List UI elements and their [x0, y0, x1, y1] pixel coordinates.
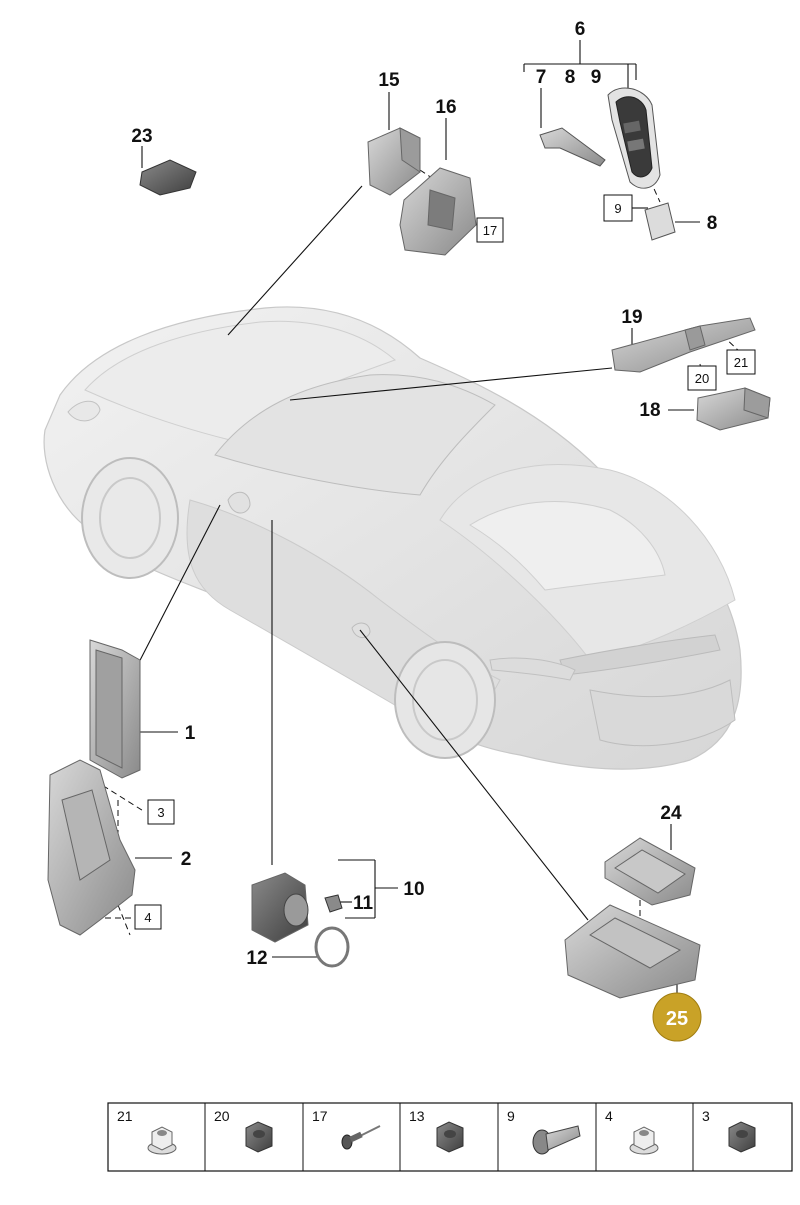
- callout-9-box: 9: [603, 194, 633, 222]
- rivet-icon: [341, 1125, 381, 1150]
- table-cell-label: 21: [117, 1108, 133, 1124]
- hex-nut-icon: [728, 1121, 756, 1153]
- callout-21-box: 21: [726, 349, 756, 375]
- callout-7: 7: [536, 67, 547, 88]
- svg-text:21: 21: [734, 355, 748, 370]
- car-front-wheel: [81, 457, 179, 579]
- callout-3-box: 3: [147, 799, 175, 825]
- callout-4-box: 4: [134, 904, 162, 930]
- callout-labels: 23 15 16 6 7 8 9 8 19 18 1 2 10 11 12 24: [131, 19, 717, 969]
- car-spoiler: [559, 634, 721, 676]
- car-illustration: [43, 306, 742, 770]
- flange-nut-icon: [629, 1126, 659, 1155]
- part-24-module: [604, 837, 696, 906]
- part-15-module: [367, 127, 421, 196]
- callout-11: 11: [353, 893, 374, 914]
- part-8-insert: [644, 202, 676, 241]
- car-taillight: [489, 657, 576, 681]
- callout-17-box: 17: [476, 217, 504, 243]
- screw-icon: [532, 1125, 581, 1155]
- svg-text:20: 20: [695, 371, 709, 386]
- callout-20-box: 20: [687, 365, 717, 391]
- callout-2: 2: [181, 849, 192, 870]
- car-windshield: [214, 374, 496, 496]
- part-2-mounting-bracket: [47, 759, 136, 936]
- callout-12: 12: [246, 948, 267, 969]
- boxed-callouts: 17 9 21 20 3 4: [134, 194, 756, 930]
- callout-23: 23: [131, 126, 152, 147]
- part-19-rail: [611, 317, 756, 373]
- part-23-pad: [139, 159, 197, 196]
- callout-1: 1: [185, 723, 196, 744]
- part-10-ignition-lock: [251, 872, 309, 943]
- table-cell-label: 17: [312, 1108, 328, 1124]
- callout-25-highlight: 25: [652, 992, 702, 1042]
- svg-text:25: 25: [666, 1008, 688, 1030]
- part-7-key-blade: [539, 127, 606, 167]
- table-cell-label: 4: [605, 1108, 613, 1124]
- part-6-key-fob: [607, 87, 661, 189]
- car-mirror: [227, 491, 251, 514]
- table-cell-label: 20: [214, 1108, 230, 1124]
- leader-lines: [85, 40, 741, 994]
- flange-nut-icon: [147, 1126, 177, 1155]
- callout-19: 19: [621, 307, 642, 328]
- svg-text:4: 4: [144, 910, 151, 925]
- table-cell-label: 3: [702, 1108, 710, 1124]
- callout-9: 9: [591, 67, 602, 88]
- part-11-clip: [324, 894, 343, 913]
- part-18-control-unit: [696, 387, 771, 431]
- svg-text:17: 17: [483, 223, 497, 238]
- callout-15: 15: [378, 70, 400, 91]
- car-front-hood: [84, 320, 396, 441]
- callout-10: 10: [403, 879, 424, 900]
- callout-6: 6: [575, 19, 586, 40]
- hex-nut-icon: [436, 1121, 464, 1153]
- callout-8-lower: 8: [707, 213, 718, 234]
- callout-18: 18: [639, 400, 660, 421]
- car-door-handle: [351, 622, 371, 638]
- hardware-table: 21 20 17 13 9 4 3: [107, 1102, 793, 1172]
- car-rear-wheel: [394, 641, 496, 759]
- car-rear-lid: [469, 501, 666, 591]
- car-rear-bumper: [589, 679, 736, 747]
- part-1-control-unit: [89, 639, 141, 779]
- callout-16: 16: [435, 97, 456, 118]
- part-12-ring: [314, 926, 350, 968]
- table-cell-label: 13: [409, 1108, 425, 1124]
- svg-text:3: 3: [157, 805, 164, 820]
- part-16-bracket: [399, 167, 477, 256]
- callout-8: 8: [565, 67, 576, 88]
- callout-24: 24: [660, 803, 682, 824]
- table-cell-label: 9: [507, 1108, 515, 1124]
- svg-text:9: 9: [614, 201, 621, 216]
- part-25-holder: [564, 904, 701, 999]
- car-headlight: [67, 400, 101, 422]
- hex-nut-icon: [245, 1121, 273, 1153]
